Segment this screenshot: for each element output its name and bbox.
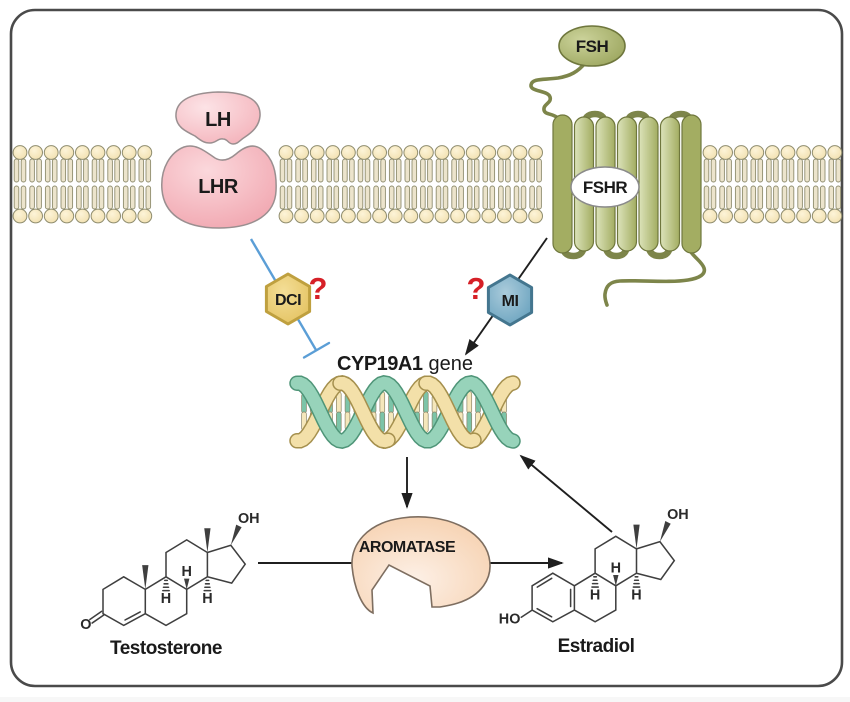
dna-strand-teal [289, 375, 521, 449]
methyl-wedge [204, 528, 211, 553]
hydroxyl-left-label: HO [499, 612, 521, 628]
gene-name: CYP19A1 [337, 353, 423, 375]
testosterone-label: Testosterone [110, 638, 222, 659]
lipid-molecule [309, 145, 325, 224]
lipid-molecule [702, 145, 718, 224]
testosterone-structure: O OH H H H [80, 511, 259, 633]
lipid-molecule [811, 145, 827, 224]
dci-label: DCI [275, 292, 301, 309]
lipid-molecule [718, 145, 733, 224]
stereo-h-label: H [181, 564, 191, 580]
lipid-molecule [28, 145, 43, 224]
fshr-tail [603, 250, 707, 307]
hash-bond [203, 579, 212, 592]
lipid-molecule [419, 145, 434, 224]
lipid-molecule [278, 145, 294, 224]
lh-ligand [175, 91, 261, 145]
fshr-receptor: FSHR [529, 60, 707, 307]
lipid-molecule [403, 145, 419, 224]
lipid-molecule [465, 145, 481, 224]
lipid-molecule [106, 145, 121, 224]
stereo-h-label: H [611, 560, 621, 576]
methyl-wedge [142, 565, 149, 590]
hydroxyl-label: OH [667, 507, 689, 523]
lipid-molecule [137, 145, 153, 224]
double-bond [124, 611, 141, 621]
dna-base-pair [336, 391, 342, 433]
lipid-molecule [75, 145, 90, 224]
fsh-ligand [558, 25, 626, 67]
mi-hexagon: MI [486, 273, 534, 327]
lh-label: LH [205, 109, 231, 131]
hydrogen-wedge [613, 575, 619, 586]
ketone-oxygen-label: O [80, 617, 91, 633]
methyl-wedge [633, 524, 640, 549]
dci-question-mark: ? [309, 271, 328, 306]
hash-bond [591, 576, 600, 588]
inhibition-bar [302, 341, 331, 359]
estradiol-label: Estradiol [558, 636, 635, 657]
fshr-label-ellipse [570, 166, 640, 208]
stereo-h-label: H [631, 587, 641, 603]
dna-helix [289, 375, 521, 449]
dna-base-pair [423, 391, 429, 433]
feedback-arrow [519, 454, 613, 533]
hydroxyl-wedge [659, 521, 671, 542]
lipid-molecule [341, 145, 356, 224]
hash-bond [632, 576, 641, 588]
cell-membrane [12, 145, 843, 224]
lipid-molecule [43, 145, 59, 224]
hydrogen-wedge [184, 578, 190, 590]
fshr-label: FSHR [583, 178, 628, 197]
lipid-molecule [733, 145, 749, 224]
aromatic-double-bonds [536, 577, 572, 618]
lipid-molecule [59, 145, 75, 224]
lipid-molecule [121, 145, 137, 224]
lipid-molecule [434, 145, 450, 224]
lipid-molecule [387, 145, 403, 224]
mi-label: MI [502, 293, 519, 310]
lhr-label: LHR [198, 176, 239, 198]
dna-base-pair [379, 391, 386, 433]
lipid-molecule [294, 145, 310, 224]
lipid-molecule [512, 145, 528, 224]
fsh-label: FSH [576, 37, 609, 56]
dci-hexagon: DCI [264, 272, 312, 326]
fsh-linker [529, 60, 588, 120]
estradiol-structure: HO OH H H H [499, 507, 689, 627]
hydroxyl-label: OH [238, 511, 260, 527]
aromatase-label: AROMATASE [359, 539, 456, 556]
lipid-molecule [497, 145, 512, 224]
lipid-molecule [528, 145, 543, 224]
stereo-h-label: H [590, 587, 600, 603]
aromatase-enzyme: AROMATASE [351, 516, 491, 615]
lipid-molecule [765, 145, 780, 224]
lhr-receptor [161, 145, 277, 229]
gene-word: gene [428, 353, 473, 375]
lipid-molecule [356, 145, 372, 224]
lipid-molecule [325, 145, 341, 224]
dna-base-pair [466, 391, 473, 433]
lipid-molecule [481, 145, 497, 224]
dna-strand-yellow [332, 375, 396, 449]
lipid-molecule [372, 145, 388, 224]
lipid-molecule [780, 145, 796, 224]
stereo-h-label: H [161, 591, 171, 607]
lipid-molecule [450, 145, 466, 224]
lipid-molecule [827, 145, 843, 224]
dna-strand-yellow [418, 375, 482, 449]
hydroxyl-wedge [230, 524, 242, 546]
lipid-molecule [90, 145, 106, 224]
stereo-h-label: H [202, 591, 212, 607]
mi-question-mark: ? [467, 271, 486, 306]
lipid-molecule [12, 145, 28, 224]
lipid-molecule [749, 145, 765, 224]
lipid-molecule [796, 145, 811, 224]
ketone-double-bond [89, 610, 105, 624]
hash-bond [162, 579, 170, 592]
